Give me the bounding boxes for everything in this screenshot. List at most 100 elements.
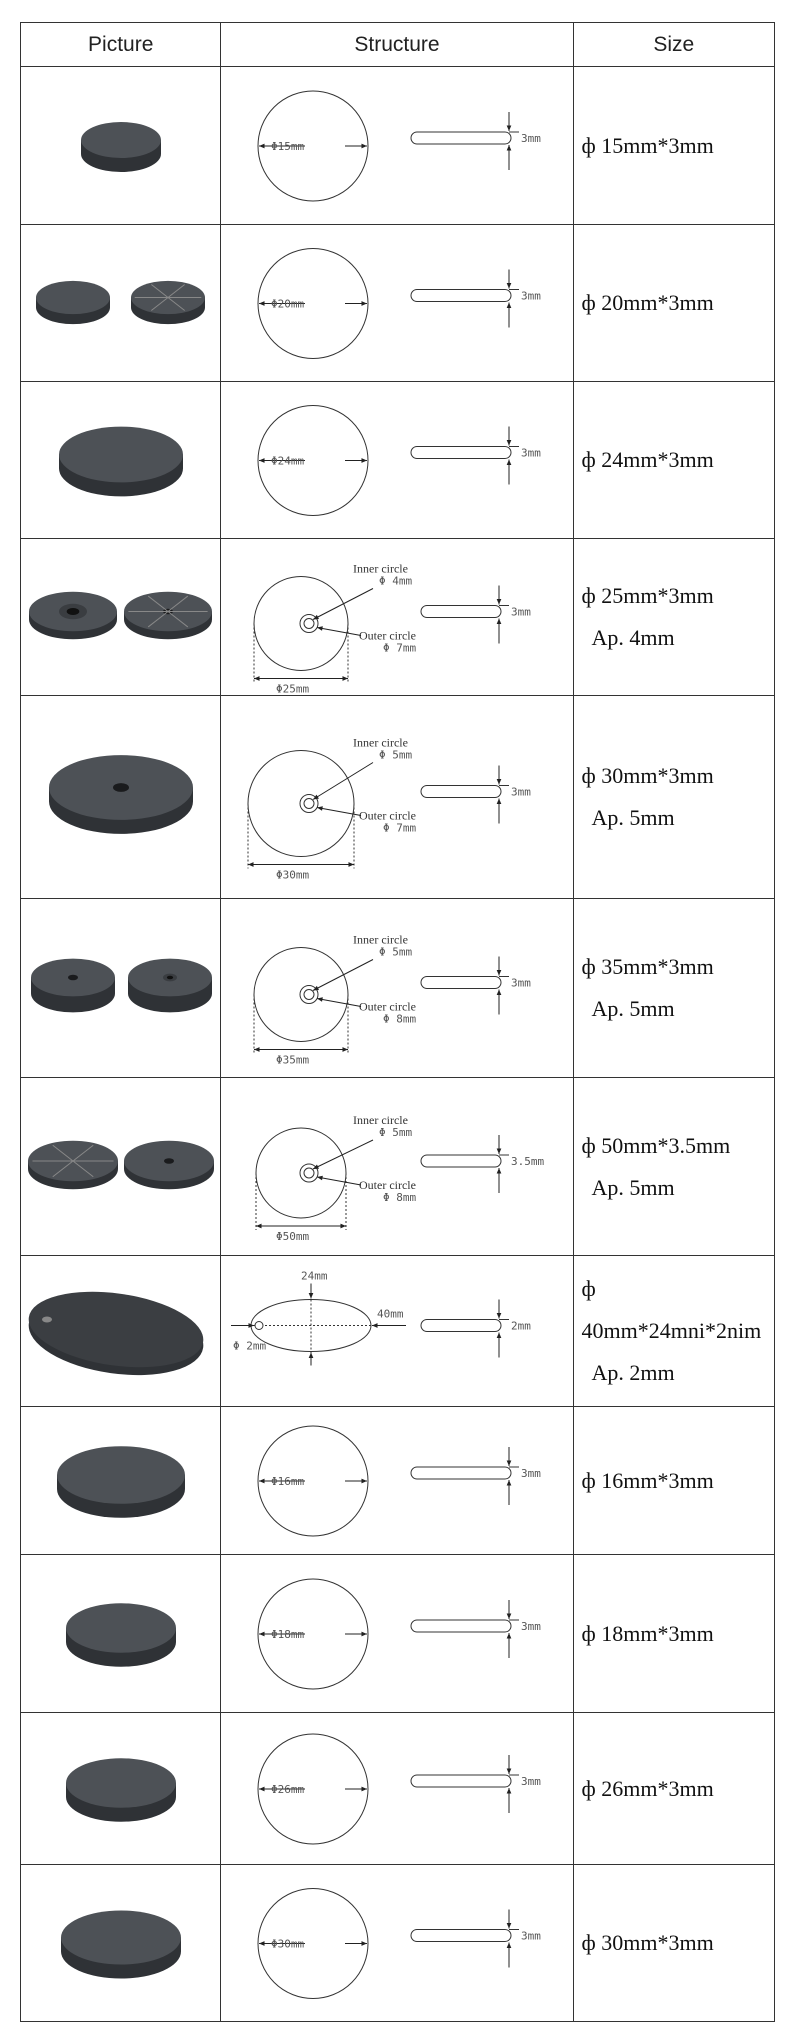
disc-image (59, 426, 183, 497)
thickness-label: 3mm (511, 606, 531, 619)
side-view (410, 131, 512, 145)
outer-circle-label: Outer circle (359, 1000, 416, 1014)
thickness-label: 3mm (521, 1930, 541, 1943)
thickness-label: 3mm (521, 132, 541, 145)
outer-circle-label: Outer circle (359, 809, 416, 823)
size-value: ф 15mm*3mm (581, 132, 714, 158)
outer-circle-value: Φ 8mm (383, 1191, 416, 1204)
width-label: 40mm (377, 1308, 404, 1321)
thickness-label: 3mm (521, 290, 541, 303)
size-text: ф 20mm*3mm (582, 225, 714, 381)
header-structure: Structure (221, 23, 574, 66)
tag-hole (254, 1321, 264, 1330)
diameter-label: Φ15mm (271, 140, 304, 153)
side-view (410, 289, 512, 302)
picture-cell (21, 1256, 222, 1406)
size-text: ф 30mm*3mm (582, 1865, 714, 2021)
size-text: ф 26mm*3mm (582, 1713, 714, 1864)
size-value: ф 25mm*3mm (581, 583, 714, 608)
disc-image (81, 122, 161, 172)
side-view (410, 446, 512, 459)
inner-circle-value: Φ 5mm (379, 946, 412, 959)
inner-circle-label: Inner circle (353, 933, 408, 947)
size-cell: ф 26mm*3mm (574, 1713, 774, 1864)
size-text: ф 24mm*3mm (582, 382, 714, 538)
picture-cell (21, 696, 222, 898)
structure-cell: Φ20mm 3mm (221, 225, 574, 381)
inner-circle-value: Φ 4mm (379, 575, 412, 588)
picture-cell (21, 1078, 222, 1255)
thickness-label: 3mm (521, 1620, 541, 1633)
disc-image (66, 1758, 176, 1822)
size-value: ф 30mm*3mm (581, 763, 714, 788)
disc-image (36, 280, 111, 325)
inner-circle-label: Inner circle (353, 1113, 408, 1127)
picture-cell (21, 225, 222, 381)
disc-image (124, 1140, 214, 1190)
inner-circle-label: Inner circle (353, 736, 408, 750)
size-value: ф 24mm*3mm (581, 447, 714, 472)
inner-hole (303, 798, 315, 809)
diameter-label: Φ20mm (271, 298, 304, 311)
size-line: 40mm*24mni*2nim (581, 1318, 762, 1343)
disc-image (31, 958, 115, 1013)
side-view (410, 1929, 512, 1942)
diameter-label: Φ26mm (271, 1783, 304, 1796)
side-view (420, 976, 502, 989)
top-view-circle (257, 90, 369, 202)
picture-cell (21, 539, 222, 695)
side-view (420, 605, 502, 618)
disc-image (57, 1446, 185, 1518)
picture-cell (21, 1713, 222, 1864)
side-view (410, 1774, 512, 1788)
tag-image (28, 1291, 204, 1376)
disc-image (66, 1603, 176, 1667)
diameter-label: Φ16mm (271, 1475, 304, 1488)
size-cell: ф 24mm*3mm (574, 382, 774, 538)
outer-circle-value: Φ 7mm (383, 642, 416, 655)
size-value: ф 50mm*3.5mm (581, 1132, 731, 1158)
thickness-label: 3mm (511, 786, 531, 799)
size-value: ф 30mm*3mm (581, 1930, 714, 1955)
diameter-label: Φ18mm (271, 1628, 304, 1641)
table-row: Φ20mm 3mm ф 20mm*3mm (20, 225, 775, 382)
diameter-label: Φ50mm (276, 1230, 309, 1243)
inner-hole (303, 989, 315, 1000)
diameter-label: Φ35mm (276, 1054, 309, 1067)
outer-circle-label: Outer circle (359, 629, 416, 643)
side-view (420, 1319, 502, 1332)
height-label: 24mm (301, 1270, 328, 1283)
size-value: ф (581, 1276, 596, 1301)
size-cell: ф 20mm*3mm (574, 225, 774, 381)
top-view-circle (257, 1733, 369, 1845)
picture-cell (21, 382, 222, 538)
inner-hole (303, 1167, 315, 1179)
inner-circle-value: Φ 5mm (379, 749, 412, 762)
disc-image (29, 591, 117, 640)
table-header: Picture Structure Size (20, 22, 775, 67)
disc-image (49, 755, 193, 834)
size-cell: ф 30mm*3mm (574, 1865, 774, 2021)
size-text: ф 15mm*3mm (582, 67, 714, 224)
size-cell: ф 15mm*3mm (574, 67, 774, 224)
